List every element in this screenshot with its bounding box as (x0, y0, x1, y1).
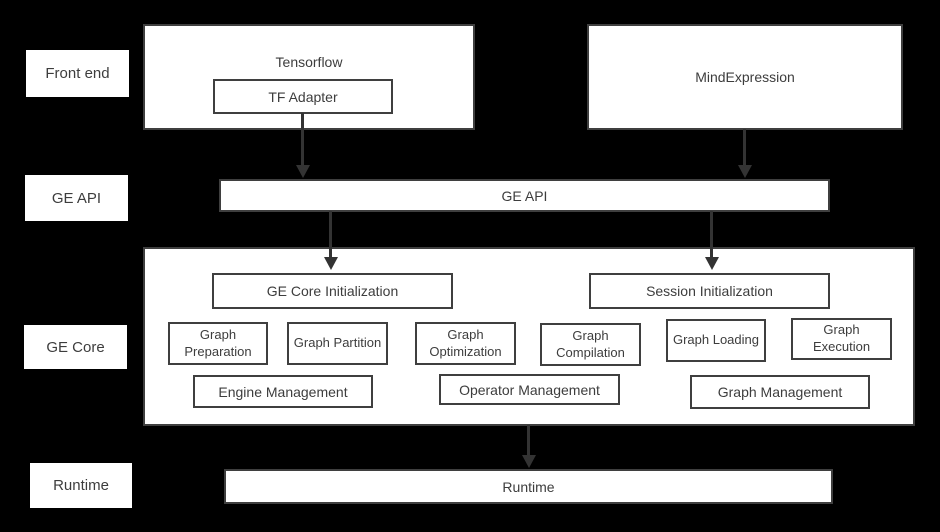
ge-core-box: GE Core Initialization Session Initializ… (143, 247, 915, 426)
ge-api-bar: GE API (219, 179, 830, 212)
graph-loading-box: Graph Loading (666, 319, 766, 362)
tensorflow-label: Tensorflow (275, 54, 343, 70)
row-label-runtime: Runtime (30, 463, 132, 508)
tf-adapter-box: TF Adapter (213, 79, 393, 114)
arrow-head-icon (296, 165, 310, 178)
ge-core-initialization-box: GE Core Initialization (212, 273, 453, 309)
row-label-ge-core: GE Core (24, 325, 127, 369)
arrow-head-icon (522, 455, 536, 468)
arrow-head-icon (738, 165, 752, 178)
arrow-ge-api-to-ge-core-init (324, 211, 338, 270)
graph-compilation-box: Graph Compilation (540, 323, 641, 366)
arrow-ge-api-to-session-init (705, 211, 719, 270)
arrow-tf-adapter-to-ge-api (296, 113, 310, 178)
arrow-shaft (301, 113, 304, 167)
arrow-shaft (743, 129, 746, 167)
arrow-shaft (329, 211, 332, 259)
engine-management-box: Engine Management (193, 375, 373, 408)
arrow-mindexpression-to-ge-api (738, 129, 752, 178)
arrow-head-icon (705, 257, 719, 270)
graph-management-box: Graph Management (690, 375, 870, 409)
graph-partition-box: Graph Partition (287, 322, 388, 365)
mindexpression-box: MindExpression (587, 24, 903, 130)
arrow-ge-core-to-runtime (522, 425, 536, 468)
graph-execution-box: Graph Execution (791, 318, 892, 360)
arrow-head-icon (324, 257, 338, 270)
arrow-shaft (710, 211, 713, 259)
operator-management-box: Operator Management (439, 374, 620, 405)
runtime-bar: Runtime (224, 469, 833, 504)
row-label-ge-api: GE API (25, 175, 128, 221)
graph-optimization-box: Graph Optimization (415, 322, 516, 365)
row-label-front-end: Front end (26, 50, 129, 97)
session-initialization-box: Session Initialization (589, 273, 830, 309)
arrow-shaft (527, 425, 530, 457)
graph-preparation-box: Graph Preparation (168, 322, 268, 365)
tensorflow-box: Tensorflow TF Adapter (143, 24, 475, 130)
